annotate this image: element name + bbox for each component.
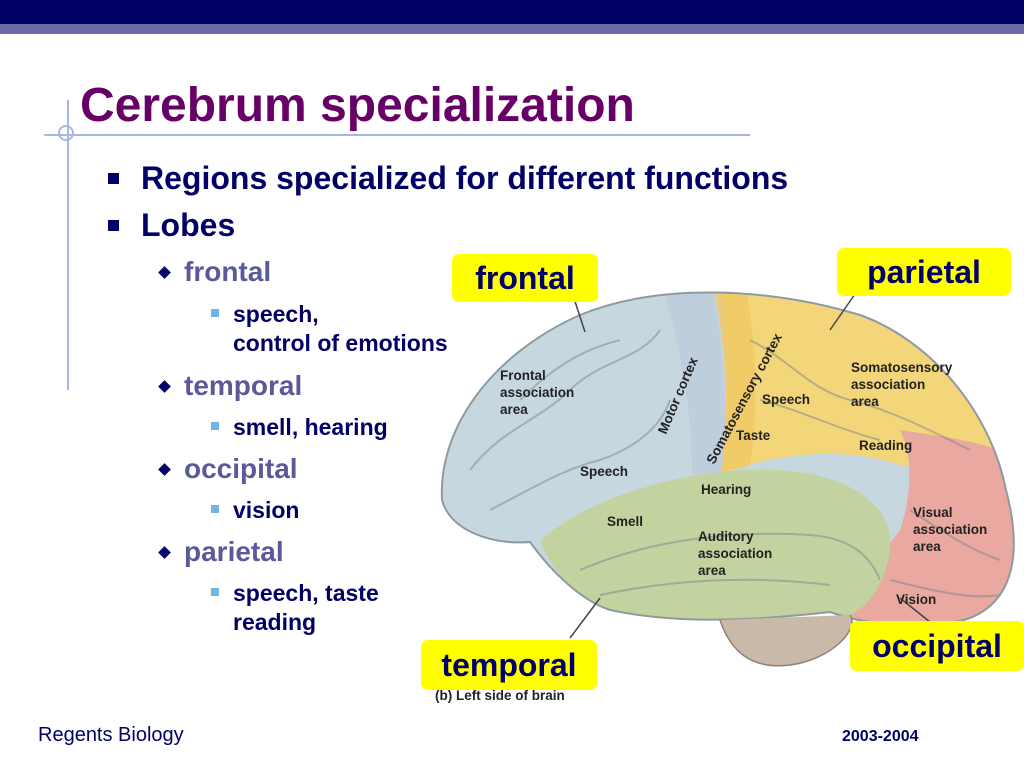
diamond-bullet-icon (158, 545, 171, 559)
lobe-name: temporal (184, 370, 303, 401)
label-somatosensory-association-3: area (851, 394, 879, 409)
detail-line: speech, taste (233, 580, 379, 606)
top-banner-dark-stripe (0, 0, 1024, 24)
decorative-vertical-line (67, 100, 69, 390)
callout-temporal: temporal (421, 640, 597, 690)
bullet-lobes: Lobes (108, 207, 235, 244)
temporal-lobe-region (540, 469, 891, 626)
small-square-bullet-icon (211, 505, 219, 513)
temporal-pointer-line (569, 597, 601, 639)
lobe-name: frontal (184, 256, 272, 287)
label-speech-parietal: Speech (762, 392, 810, 407)
bullet-text: Regions specialized for different functi… (141, 160, 789, 196)
diamond-bullet-icon (158, 462, 171, 476)
somatosensory-cortex-strip (712, 292, 756, 472)
top-banner (0, 0, 1024, 34)
cerebellum-shape (719, 614, 853, 667)
label-frontal-association-2: association (500, 385, 574, 400)
brain-diagram: Frontal association area Motor cortex So… (435, 280, 1015, 703)
lobe-occipital-details: vision (211, 496, 300, 525)
label-visual-association-2: association (913, 522, 987, 537)
top-banner-light-stripe (0, 24, 1024, 34)
lobe-name: occipital (184, 453, 298, 484)
detail-line: smell, hearing (233, 414, 388, 440)
lobe-occipital: occipital (158, 453, 298, 485)
brain-outline (440, 291, 1015, 627)
square-bullet-icon (108, 173, 119, 184)
small-square-bullet-icon (211, 309, 219, 317)
lobe-temporal: temporal (158, 370, 303, 402)
label-speech-frontal: Speech (580, 464, 628, 479)
lobe-frontal-details: speech, control of emotions (211, 300, 448, 358)
footer-course-name: Regents Biology (38, 724, 184, 746)
diamond-bullet-icon (158, 379, 171, 393)
occipital-pointer-line (899, 597, 931, 623)
diamond-bullet-icon (158, 265, 171, 279)
label-auditory-association-2: association (698, 546, 772, 561)
lobe-name: parietal (184, 536, 284, 567)
bullet-text: Lobes (141, 207, 236, 243)
detail-line: speech, (233, 301, 319, 327)
figure-caption: (b) Left side of brain (435, 688, 565, 703)
label-hearing: Hearing (701, 482, 751, 497)
callout-frontal: frontal (452, 254, 598, 302)
label-somatosensory-association-2: association (851, 377, 925, 392)
label-somatosensory-association-1: Somatosensory (851, 360, 953, 375)
small-square-bullet-icon (211, 588, 219, 596)
detail-line: vision (233, 497, 300, 523)
slide-title: Cerebrum specialization (80, 79, 635, 132)
label-frontal-association-1: Frontal (500, 368, 546, 383)
label-smell: Smell (607, 514, 643, 529)
lobe-temporal-details: smell, hearing (211, 413, 388, 442)
decorative-circle (58, 125, 74, 141)
lobe-frontal: frontal (158, 256, 272, 288)
square-bullet-icon (108, 220, 119, 231)
label-reading: Reading (859, 438, 912, 453)
footer-year: 2003-2004 (842, 728, 919, 745)
callout-occipital: occipital (850, 621, 1024, 671)
motor-cortex-strip (660, 292, 726, 475)
label-frontal-association-3: area (500, 402, 528, 417)
lobe-parietal: parietal (158, 536, 284, 568)
detail-line: reading (233, 609, 317, 635)
label-taste: Taste (736, 428, 771, 443)
label-auditory-association-1: Auditory (698, 529, 754, 544)
detail-line: control of emotions (233, 330, 448, 356)
small-square-bullet-icon (211, 422, 219, 430)
bullet-regions: Regions specialized for different functi… (108, 160, 788, 197)
label-auditory-association-3: area (698, 563, 726, 578)
decorative-horizontal-line (44, 134, 750, 136)
label-vision: Vision (896, 592, 936, 607)
callout-parietal: parietal (837, 248, 1011, 296)
label-visual-association-1: Visual (913, 505, 953, 520)
occipital-lobe-region (810, 430, 1014, 626)
brain-sulci (469, 329, 1001, 598)
lobe-parietal-details: speech, taste reading (211, 579, 379, 637)
label-visual-association-3: area (913, 539, 941, 554)
